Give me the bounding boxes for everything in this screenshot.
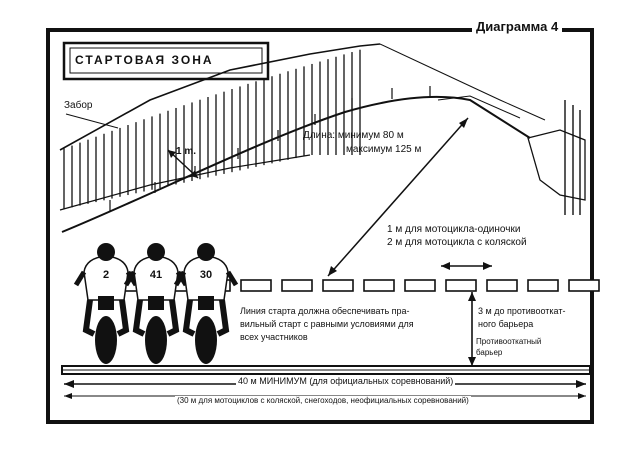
fence-top-rail (59, 43, 381, 151)
rider-number: 2 (103, 269, 109, 281)
start-gate (240, 279, 272, 292)
barrier-distance-1: 3 м до противооткат- (478, 306, 566, 316)
start-gate (527, 279, 559, 292)
start-line-note-1: Линия старта должна обеспечивать пра- (240, 306, 410, 316)
width-other-label: (30 м для мотоциклов с коляской, снегохо… (175, 396, 471, 405)
riders: 2 41 30 (73, 243, 239, 364)
rider-number: 41 (150, 269, 162, 281)
length-arrow (327, 117, 469, 277)
start-gate (363, 279, 395, 292)
rider: 41 (123, 243, 189, 364)
rider: 2 (73, 243, 139, 364)
fence-gap-label: 1 m. (176, 146, 197, 157)
track-inner-edge (61, 95, 531, 233)
fence-pointer (65, 113, 119, 129)
zone-title: СТАРТОВАЯ ЗОНА (75, 53, 214, 67)
barrier-distance-2: ного барьера (478, 319, 534, 329)
rider-number: 30 (200, 269, 212, 281)
fence-label: Забор (64, 100, 93, 111)
start-gate (445, 279, 477, 292)
barrier-label-1: Противооткатный (476, 337, 542, 346)
start-gate (281, 279, 313, 292)
barrier-label-2: барьер (476, 348, 503, 357)
start-gate (486, 279, 518, 292)
right-fence (379, 43, 546, 121)
start-gate (404, 279, 436, 292)
diagram-title: Диаграмма 4 (472, 19, 563, 34)
length-label-1: Длина: минимум 80 м (303, 130, 404, 141)
spacing-solo-label: 1 м для мотоцикла-одиночки (387, 224, 521, 235)
diagram-frame (46, 28, 594, 424)
start-gate (568, 279, 600, 292)
width-official-label: 40 м МИНИМУМ (для официальных соревнован… (236, 376, 456, 386)
spacing-sidecar-label: 2 м для мотоцикла с коляской (387, 237, 527, 248)
start-line-note-3: всех участников (240, 332, 308, 342)
start-line-note-2: вильный старт с равными условиями для (240, 319, 414, 329)
start-gate (322, 279, 354, 292)
right-structure (527, 129, 586, 201)
rider: 30 (173, 243, 239, 364)
fence-posts (63, 49, 361, 210)
length-label-2: максимум 125 м (346, 144, 422, 155)
